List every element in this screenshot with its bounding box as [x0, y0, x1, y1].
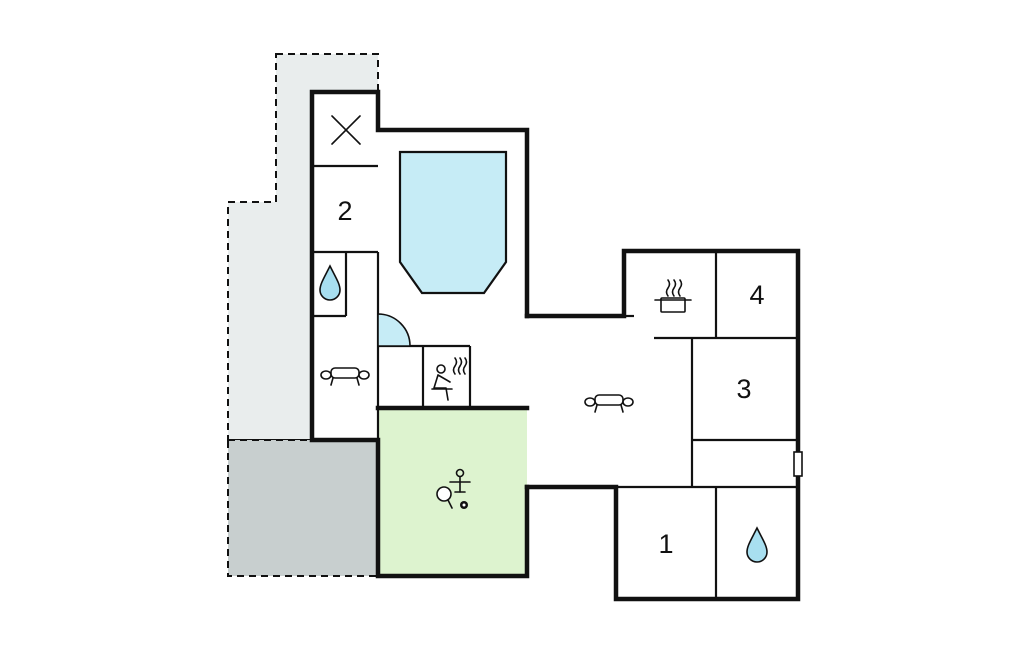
west-wing-walls — [309, 89, 530, 579]
room-label-4: 4 — [749, 280, 764, 310]
east-wing-walls — [524, 248, 801, 602]
table-tennis-foosball-icon — [436, 468, 471, 509]
window — [793, 451, 803, 477]
cooking-pot-icon — [654, 279, 692, 313]
terrace-light — [227, 53, 379, 441]
x-mark-icon — [331, 115, 361, 145]
terrace-area — [227, 53, 379, 577]
outer-walls — [309, 89, 801, 602]
water-drop-icon — [319, 264, 341, 301]
water-drop-icon — [746, 526, 768, 563]
sofa-icon — [584, 394, 634, 413]
door-swing — [377, 313, 411, 347]
sauna-icon — [431, 357, 468, 401]
sofa-icon — [320, 367, 370, 386]
interior-walls — [312, 164, 798, 599]
activity-room-fill — [378, 408, 527, 576]
room-label-1: 1 — [658, 529, 673, 559]
terrace-dark — [227, 439, 379, 577]
room-label-3: 3 — [736, 374, 751, 404]
indoor-pool — [398, 150, 508, 295]
room-label-2: 2 — [337, 196, 352, 226]
